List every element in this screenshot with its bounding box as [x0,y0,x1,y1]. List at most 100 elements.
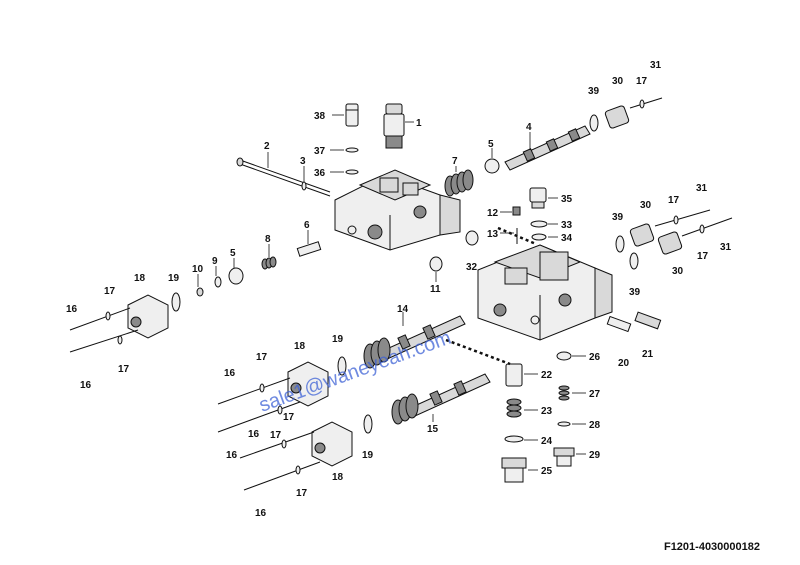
o-ring-24 [504,435,524,443]
upper-valve-body [334,169,461,251]
spool-14 [379,315,466,361]
sleeve-22 [505,363,523,387]
callout-31: 31 [650,60,662,71]
end-cap-30-lower [629,217,733,270]
callout-17: 17 [256,352,268,363]
cartridge-valve [383,103,405,149]
callout-39: 39 [629,287,641,298]
callout-34: 34 [561,233,573,244]
o-ring [345,169,359,175]
callout-17: 17 [283,412,295,423]
callout-26: 26 [589,352,601,363]
callout-30: 30 [640,200,652,211]
figure-code: F1201-4030000182 [663,541,760,553]
callout-18: 18 [134,273,146,284]
washer [301,181,307,191]
callout-19: 19 [362,450,374,461]
callout-6: 6 [304,220,310,231]
callout-5-upper: 5 [488,139,494,150]
callout-35: 35 [561,194,573,205]
callout-9: 9 [212,256,218,267]
callout-17: 17 [697,251,709,262]
spring-23 [506,398,522,418]
plug-25 [501,457,527,483]
callout-4: 4 [526,122,532,133]
callout-31: 31 [696,183,708,194]
spool-15 [409,373,491,417]
callout-16: 16 [226,450,238,461]
callout-25: 25 [541,466,553,477]
callout-16: 16 [66,304,78,315]
callout-16: 16 [255,508,267,519]
callout-36: 36 [314,168,326,179]
o-ring-32 [465,230,479,246]
callout-17: 17 [270,430,282,441]
spool-4 [504,125,591,171]
callout-32: 32 [466,262,478,273]
spring-7 [444,169,474,197]
callout-23: 23 [541,406,553,417]
callout-19: 19 [332,334,344,345]
callout-33: 33 [561,220,573,231]
sensor-20 [606,315,632,333]
callout-20: 20 [618,358,630,369]
nut-10 [196,287,204,297]
callout-1: 1 [416,118,422,129]
spring-27 [558,385,570,401]
callout-31: 31 [720,242,732,253]
callout-16: 16 [248,429,260,440]
end-cap-18-upper [69,292,181,353]
o-ring [345,147,359,153]
callout-11: 11 [430,284,441,295]
plug-29 [553,447,575,467]
plug-38 [345,103,359,127]
spring-14 [363,337,391,369]
sensor-21 [634,311,662,330]
o-ring-11 [429,256,443,272]
o-ring-34 [531,233,547,241]
callout-15: 15 [427,424,439,435]
callout-16: 16 [80,380,92,391]
callout-19: 19 [168,273,180,284]
tie-bolt [236,157,331,197]
callout-10: 10 [192,264,204,275]
callout-17: 17 [104,286,116,297]
callout-17: 17 [636,76,648,87]
end-cap-18-mid [217,361,329,433]
callout-27: 27 [589,389,601,400]
callout-17: 17 [668,195,680,206]
callout-13: 13 [487,229,499,240]
cap-5-left [228,267,244,285]
pin-6 [296,241,322,257]
end-cap-18-lower [239,421,353,491]
washer-26 [556,351,572,361]
assembly-path [445,338,511,366]
callout-8: 8 [265,234,271,245]
callout-3: 3 [300,156,306,167]
callout-39: 39 [612,212,624,223]
spring-8 [261,256,277,270]
callout-30: 30 [672,266,684,277]
plug-35 [529,187,547,209]
end-cap-30-mid [615,209,711,253]
callout-17: 17 [118,364,130,375]
o-ring-19 [337,356,347,376]
end-cap-30-upper [589,97,663,132]
washer-9 [214,276,222,288]
callout-5-left: 5 [230,248,236,259]
callout-30: 30 [612,76,624,87]
assembly-path [497,226,537,246]
callout-7: 7 [452,156,458,167]
o-ring-39 [589,114,599,132]
callout-16: 16 [224,368,236,379]
callout-38: 38 [314,111,326,122]
cap-5 [484,158,500,174]
callout-29: 29 [589,450,601,461]
spring-15 [391,393,419,425]
callout-39: 39 [588,86,600,97]
callout-37: 37 [314,146,326,157]
callout-2: 2 [264,141,270,152]
callout-21: 21 [642,349,654,360]
callouts: 1 2 3 4 5 5 6 7 8 9 10 11 12 13 14 15 16… [66,60,732,519]
